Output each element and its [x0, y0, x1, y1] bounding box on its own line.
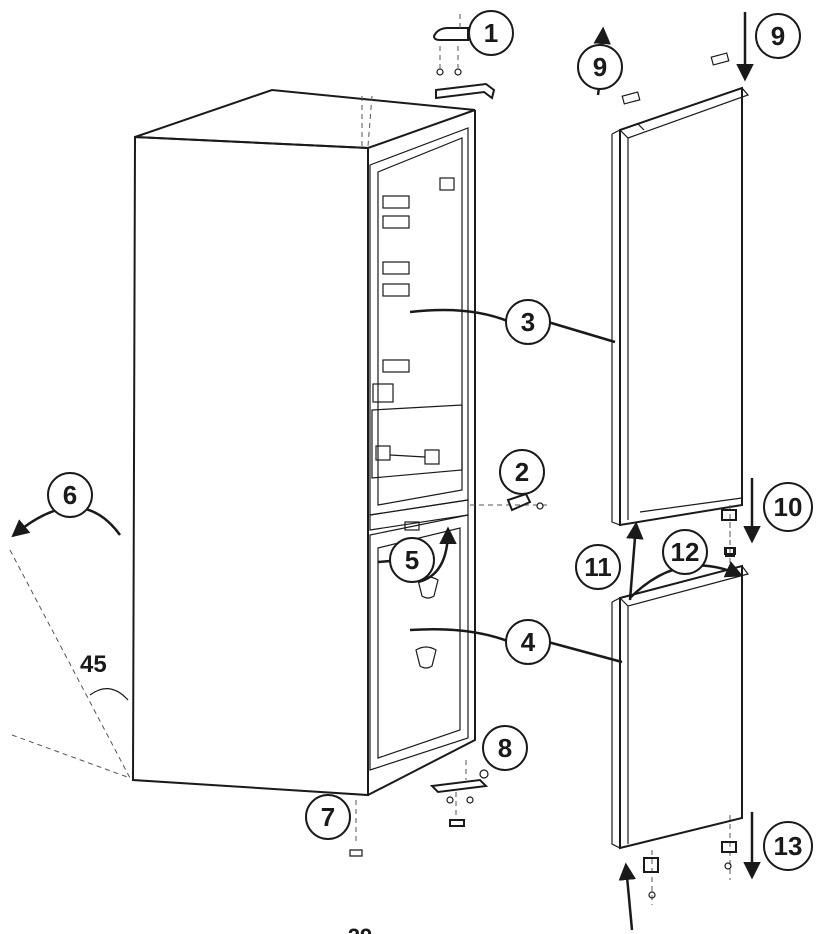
light-switch	[439, 177, 455, 191]
svg-text:2: 2	[515, 457, 529, 487]
svg-text:7: 7	[321, 802, 335, 832]
svg-text:29: 29	[348, 924, 372, 934]
middle-hinge-assembly	[470, 492, 550, 512]
foot-cover	[349, 800, 363, 857]
callout-7: 7	[305, 794, 351, 840]
callout-2: 2	[499, 449, 545, 495]
svg-text:6: 6	[63, 480, 77, 510]
callout-9-right: 9	[755, 13, 801, 59]
callout-3: 3	[505, 299, 551, 345]
svg-text:8: 8	[498, 733, 512, 763]
callout-1: 1	[468, 10, 514, 56]
svg-text:12: 12	[671, 537, 700, 567]
top-hinge-assembly	[432, 14, 496, 100]
angle-label: 45	[80, 651, 107, 678]
svg-text:4: 4	[521, 627, 536, 657]
freezer-bin-icon	[415, 646, 437, 669]
svg-text:5: 5	[405, 545, 419, 575]
svg-text:1: 1	[484, 18, 498, 48]
leader-lines	[409, 308, 623, 664]
page-number: 29	[348, 924, 372, 934]
motion-arrows	[11, 12, 761, 931]
callout-9-left: 9	[577, 44, 623, 90]
callout-8: 8	[482, 725, 528, 771]
callout-13: 13	[763, 821, 813, 871]
control-panel	[372, 383, 394, 403]
callout-11: 11	[575, 544, 621, 590]
svg-text:9: 9	[771, 21, 785, 51]
lower-door	[611, 540, 750, 905]
callout-4: 4	[505, 619, 551, 665]
svg-text:9: 9	[593, 52, 607, 82]
callout-12: 12	[662, 529, 708, 575]
shelf-support	[382, 283, 410, 297]
shelf-support	[382, 195, 410, 209]
shelf-support	[382, 215, 410, 229]
shelf-support	[382, 359, 410, 373]
callout-6: 6	[47, 472, 93, 518]
callout-10: 10	[763, 482, 813, 532]
tilt-angle-guide	[9, 549, 131, 779]
shelf-support	[382, 261, 410, 275]
upper-door	[611, 52, 750, 557]
svg-text:11: 11	[584, 552, 612, 582]
fridge-cabinet	[131, 88, 476, 797]
svg-text:13: 13	[774, 831, 803, 861]
svg-text:3: 3	[521, 307, 535, 337]
bottom-hinge-assembly	[429, 760, 489, 827]
svg-text:10: 10	[774, 492, 803, 522]
callout-5: 5	[389, 537, 435, 583]
